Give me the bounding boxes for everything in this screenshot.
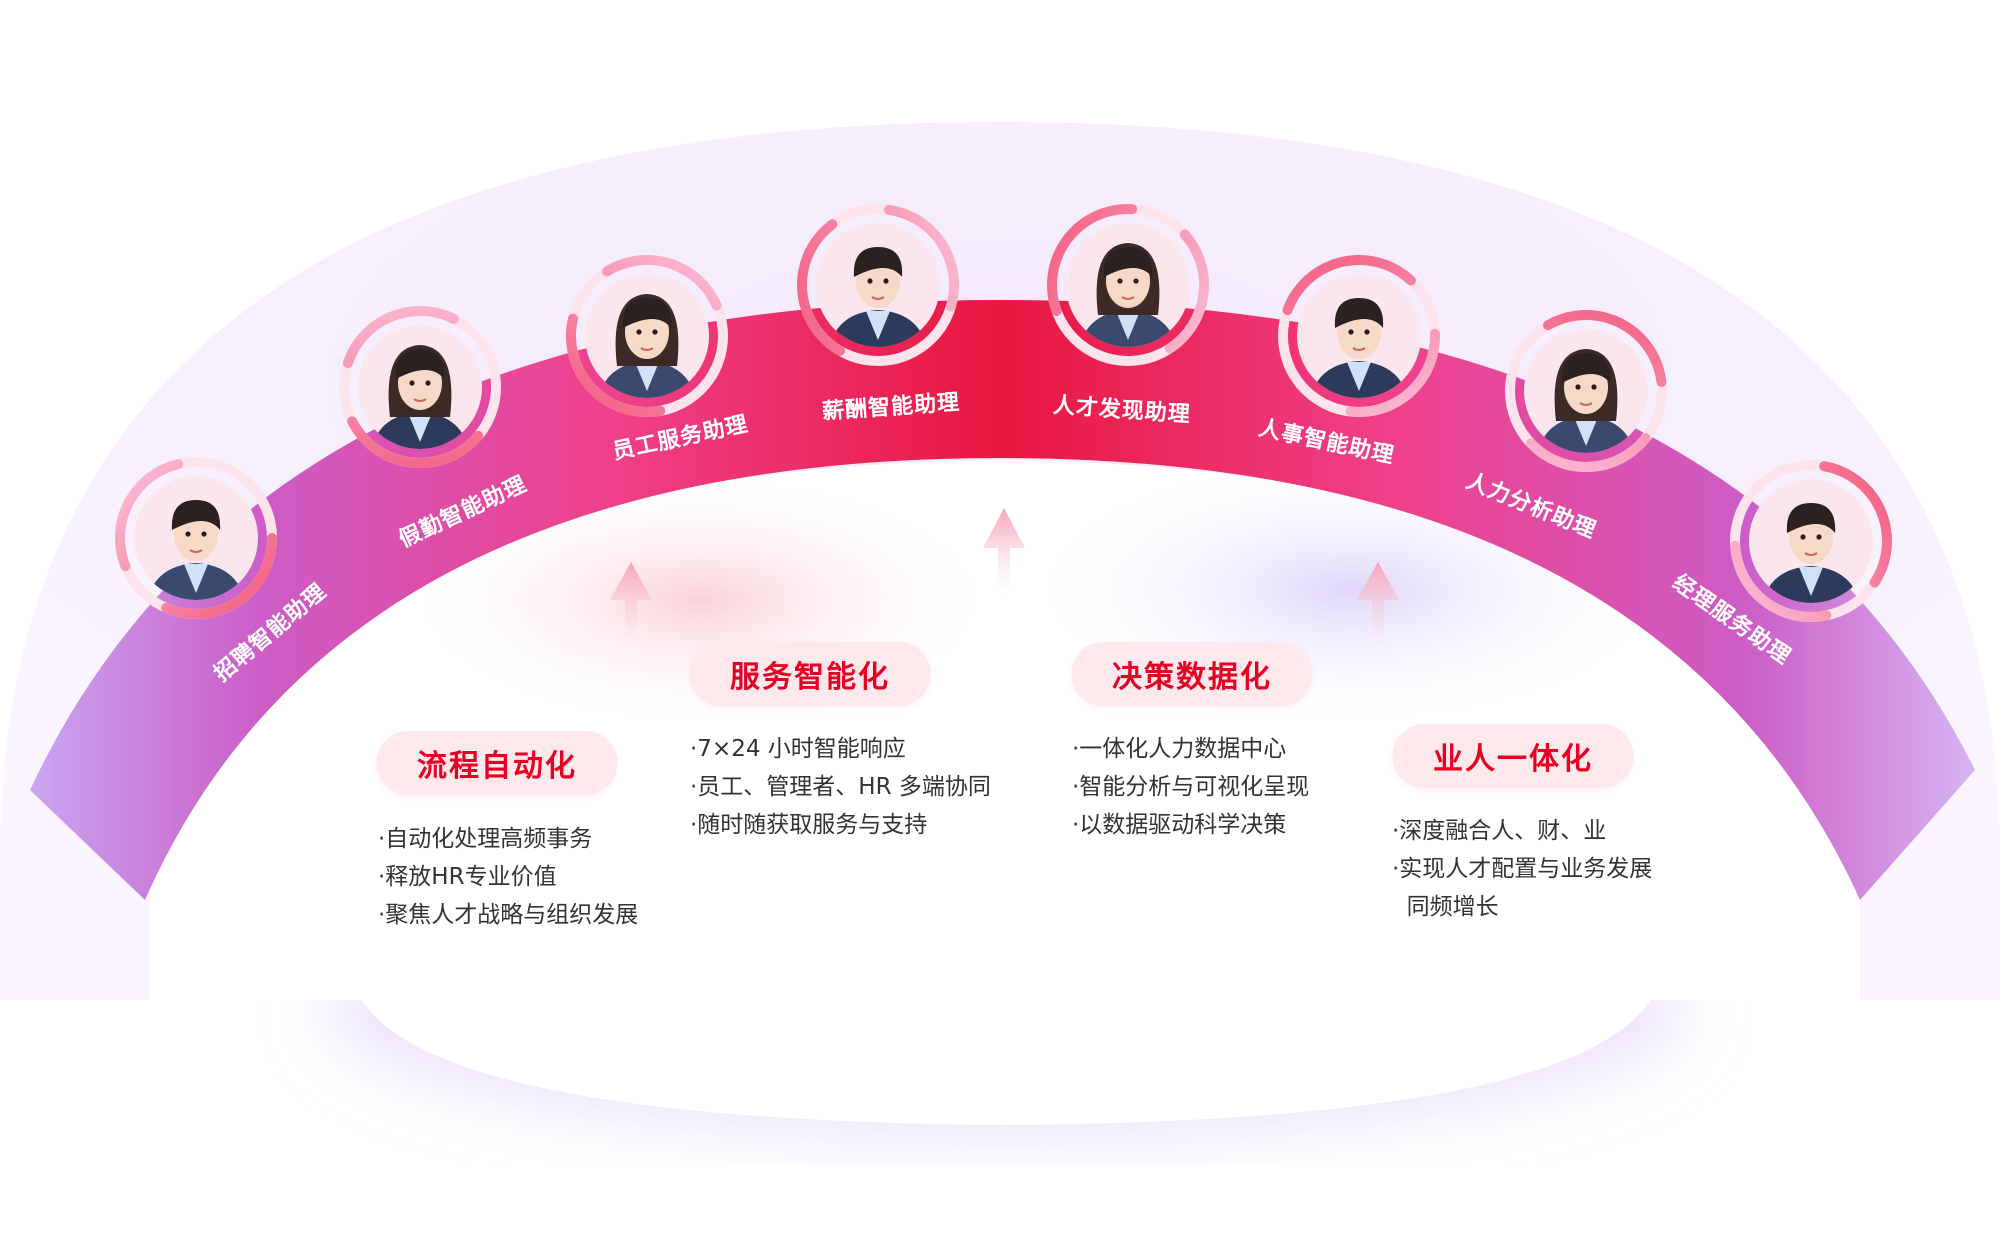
pillar-bullet: ·随时随获取服务与支持	[690, 812, 928, 838]
pillar-bullet: ·员工、管理者、HR 多端协同	[690, 774, 991, 800]
arrows	[610, 508, 1399, 650]
employee-service-assistant-avatar-icon[interactable]	[559, 248, 735, 424]
pillar-bullet-list: ·一体化人力数据中心 ·智能分析与可视化呈现 ·以数据驱动科学决策	[1072, 730, 1309, 844]
recruiting-assistant-avatar-icon[interactable]	[115, 457, 277, 619]
pillar-bullet-list: ·自动化处理高频事务 ·释放HR专业价值 ·聚焦人才战略与组织发展	[378, 820, 638, 934]
pillar-bullet: ·以数据驱动科学决策	[1072, 812, 1287, 838]
arrow-up-icon	[610, 562, 652, 650]
pillar-bullet: ·实现人才配置与业务发展	[1392, 856, 1653, 882]
pillar-bullet: ·智能分析与可视化呈现	[1072, 774, 1310, 800]
pillar-title: 决策数据化	[1071, 642, 1313, 706]
pillar-title: 服务智能化	[689, 642, 931, 706]
pillar-title: 业人一体化	[1392, 724, 1634, 788]
pillar-bullet: ·聚焦人才战略与组织发展	[378, 902, 639, 928]
assistant-arc-band	[30, 300, 1975, 900]
pillar-bullet: ·释放HR专业价值	[378, 864, 557, 890]
arrow-up-icon	[1357, 562, 1399, 650]
hr-analytics-assistant-avatar-icon[interactable]	[1482, 287, 1690, 495]
pillar-bullet: ·深度融合人、财、业	[1392, 818, 1607, 844]
pillar-bullet: ·一体化人力数据中心	[1072, 736, 1287, 762]
arrow-up-icon	[983, 508, 1025, 598]
pillar-bullet-list: ·深度融合人、财、业 ·实现人才配置与业务发展 同频增长	[1392, 812, 1652, 926]
pillar-bullet-list: ·7×24 小时智能响应 ·员工、管理者、HR 多端协同 ·随时随获取服务与支持	[690, 730, 991, 844]
pillar-bullet: ·7×24 小时智能响应	[690, 736, 906, 762]
pillar-bullet: ·自动化处理高频事务	[378, 826, 593, 852]
pillar-title: 流程自动化	[376, 731, 618, 795]
pillar-bullet: 同频增长	[1392, 894, 1499, 920]
